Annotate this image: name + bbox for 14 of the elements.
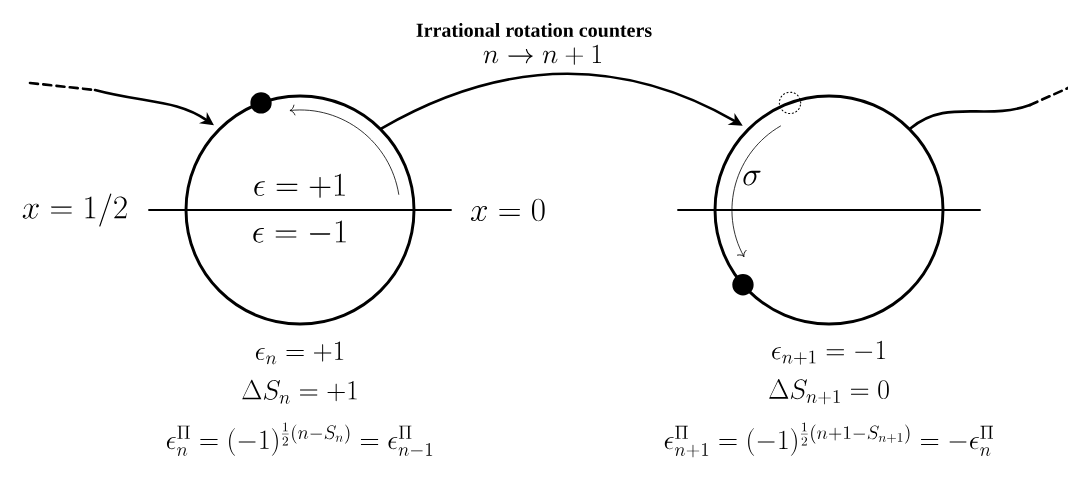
- axis-label: $x = 0$: [470, 198, 545, 222]
- region-label: $\epsilon = +1$: [254, 173, 345, 198]
- equation: $\Delta S_n = +1$: [242, 379, 357, 404]
- equation: $\epsilon_{n+1}^\Pi = (-1)^{\frac{1}{2}(n+1-S_{n+1})} = -\epsilon_n^\Pi$: [664, 422, 993, 458]
- equation: $\Delta S_{n+1} = 0$: [769, 379, 889, 405]
- edge-label: $n \to n+1$: [481, 43, 605, 67]
- axis-label: $x = 1/2$: [22, 193, 127, 227]
- region-label: $\epsilon = -1$: [253, 220, 346, 243]
- equation: $\epsilon_{n+1} = -1$: [772, 340, 886, 365]
- title: Irrational rotation counters: [416, 22, 652, 38]
- equation: $\epsilon_n^\Pi = (-1)^{\frac{1}{2}(n-S_n)} = \epsilon_{n-1}^\Pi$: [166, 422, 433, 456]
- region-label: $\sigma$: [743, 170, 761, 186]
- arrow: [909, 86, 1068, 130]
- equation: $\epsilon_n = +1$: [255, 341, 344, 365]
